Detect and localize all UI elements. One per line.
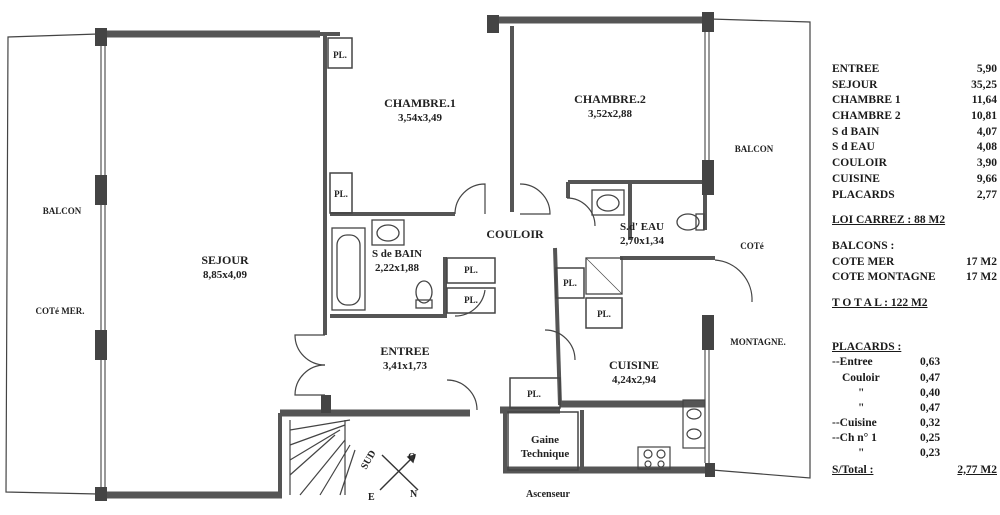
pl-label: PL. xyxy=(527,389,541,399)
floor-plan: CHAMBRE.1 3,54x3,49 CHAMBRE.2 3,52x2,88 … xyxy=(5,12,811,503)
ascenseur-label: Ascenseur xyxy=(526,489,570,500)
sink-icons xyxy=(371,189,625,246)
entree-dims: 3,41x1,73 xyxy=(383,360,428,372)
staircase xyxy=(289,419,356,496)
chambre1-name: CHAMBRE.1 xyxy=(384,96,456,110)
compass-arrows xyxy=(379,453,419,491)
gaine-line1: Gaine xyxy=(531,434,559,446)
compass-sud: SUD xyxy=(359,449,379,472)
pl-label: PL. xyxy=(464,295,478,305)
montagne-label: MONTAGNE. xyxy=(730,337,786,347)
sdeau-dims: 2,70x1,34 xyxy=(620,235,665,247)
balcon-right-label: BALCON xyxy=(735,144,774,154)
compass-o: O xyxy=(408,452,416,463)
couloir-name: COULOIR xyxy=(486,227,544,241)
interior-walls xyxy=(278,26,715,495)
compass-n: N xyxy=(410,489,418,500)
total-line: T O T A L : 122 M2 xyxy=(832,296,928,309)
sdbain-dims: 2,22x1,88 xyxy=(375,262,420,274)
placards-title: PLACARDS : xyxy=(832,340,902,353)
toilet-icons xyxy=(415,213,705,309)
balcony-lines xyxy=(5,18,811,495)
outer-walls xyxy=(98,16,710,499)
pl-label: PL. xyxy=(333,50,347,60)
cuisine-dims: 4,24x2,94 xyxy=(612,374,657,386)
shower-icon xyxy=(585,257,623,295)
cote-mer-label: COTé MER. xyxy=(36,306,85,316)
balcon-left-label: BALCON xyxy=(43,206,82,216)
chambre2-name: CHAMBRE.2 xyxy=(574,92,646,106)
balcons-title: BALCONS : xyxy=(832,239,895,252)
wall-pillars xyxy=(95,12,715,501)
closets xyxy=(327,37,623,471)
gaine-line2: Technique xyxy=(521,448,570,460)
sdeau-name: S.d' EAU xyxy=(620,221,664,233)
chambre1-dims: 3,54x3,49 xyxy=(398,112,443,124)
kitchen-units xyxy=(637,399,706,470)
door-swings xyxy=(294,183,753,411)
entree-name: ENTREE xyxy=(380,344,429,358)
placard-row: "0,23 xyxy=(858,447,941,460)
pl-label: PL. xyxy=(464,265,478,275)
pl-label: PL. xyxy=(334,189,348,199)
sejour-name: SEJOUR xyxy=(201,253,249,267)
pl-label: PL. xyxy=(597,309,611,319)
stotal-line: S/Total :2,77 M2 xyxy=(832,463,997,476)
placard-row: "0,47 xyxy=(858,401,941,414)
sdbain-name: S de BAIN xyxy=(372,248,422,260)
cote-label: COTé xyxy=(740,241,764,251)
compass-e: E xyxy=(368,492,375,503)
chambre2-dims: 3,52x2,88 xyxy=(588,108,633,120)
loi-carrez: LOI CARREZ : 88 M2 xyxy=(832,214,946,227)
bathtub xyxy=(331,227,366,311)
cuisine-name: CUISINE xyxy=(609,358,659,372)
placard-row: "0,40 xyxy=(858,386,941,399)
pl-label: PL. xyxy=(563,278,577,288)
sejour-dims: 8,85x4,09 xyxy=(203,269,248,281)
